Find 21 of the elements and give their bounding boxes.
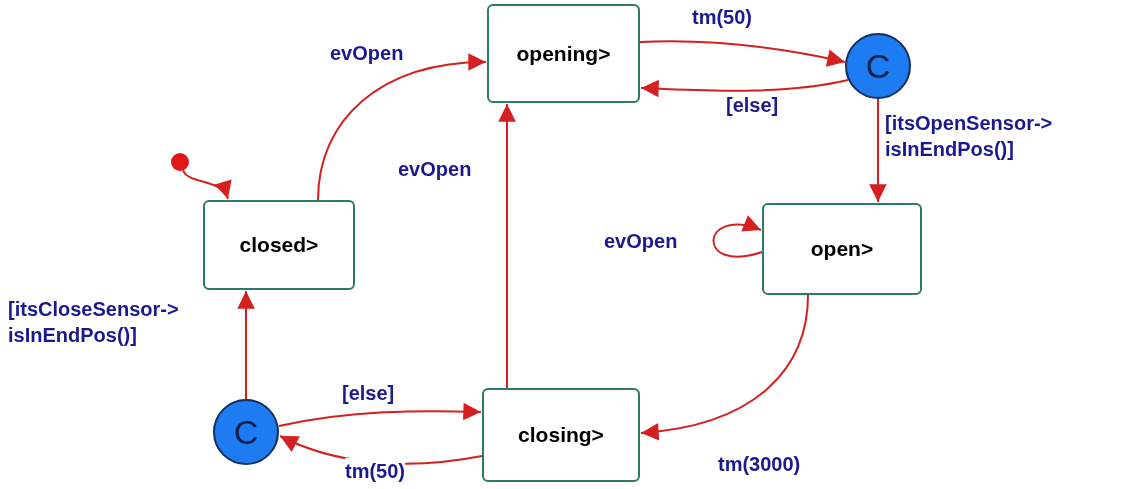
transition-arrow xyxy=(640,79,849,98)
transition-arrow xyxy=(640,294,809,440)
transition-arrow xyxy=(278,402,482,427)
state-name: closed> xyxy=(239,232,319,259)
state-box xyxy=(487,4,640,103)
transition-arrow xyxy=(317,54,487,201)
transition-arrow xyxy=(869,98,887,203)
condition-connector: C xyxy=(213,399,279,465)
state-name: opening> xyxy=(516,40,611,67)
transition-arrow xyxy=(182,169,229,200)
transition-arrow xyxy=(712,216,763,258)
edge-label: tm(50) xyxy=(345,458,405,484)
condition-connector: C xyxy=(845,33,911,99)
state-box xyxy=(203,200,355,290)
state-name: closing> xyxy=(518,422,604,449)
transition-arrow xyxy=(498,103,516,389)
state-name: open> xyxy=(810,236,874,263)
transition-arrow xyxy=(639,40,846,67)
state-box xyxy=(762,203,922,295)
transition-arrow xyxy=(237,290,255,400)
state-box xyxy=(482,388,640,482)
